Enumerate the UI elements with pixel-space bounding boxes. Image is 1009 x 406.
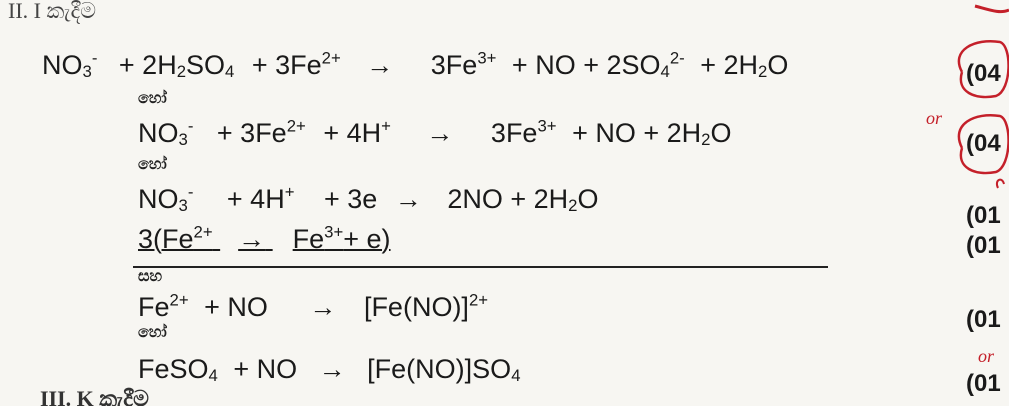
eq5-mark: (01 [966,306,1001,333]
sum-divider [133,266,828,268]
eq2-reactant-1: NO3- [138,116,194,149]
eq5-reactant-1: Fe2+ [138,290,189,322]
eq3-reactant-1: NO3- [138,182,194,215]
eq5-product: [Fe(NO)]2+ [363,290,489,322]
ink-note-or-2: or [978,346,995,366]
eq2-arrow: → [426,118,454,148]
eq3-reactant-3: + 3e [324,184,378,214]
conjunction-or-3: හෝ [138,324,167,341]
equation-3: NO3- + 4H+ + 3e → 2NO + 2H2O [138,184,598,214]
eq1-arrow: → [366,50,394,80]
eq4-mark: (01 [966,232,1001,259]
eq4-product: Fe3++ e) [292,222,391,254]
section-heading: II. I කැදීම [8,0,97,23]
ink-note-or-1: or [926,108,943,128]
equation-6: FeSO4 + NO → [Fe(NO)]SO4 [138,354,521,384]
eq4-reactant: 3(Fe2+ [138,222,213,254]
equation-4: 3(Fe2+ → Fe3++ e) [138,224,391,254]
eq2-reactant-2: + 3Fe2+ [216,116,306,148]
ink-mark-small [995,178,1005,189]
eq1-reactant-2: + 2H2SO4 [118,50,235,81]
eq1-product-1: 3Fe3+ [430,48,497,80]
eq3-mark: (01 [966,202,1001,229]
eq6-arrow: → [318,354,346,384]
conjunction-or-2: හෝ [138,156,167,173]
ink-circle-eq1 [957,40,1009,99]
ink-tick-top [974,4,1009,14]
ink-circle-eq2 [957,114,1009,175]
eq5-arrow: → [309,292,337,322]
equation-1: NO3- + 2H2SO4 + 3Fe2+ → 3Fe3+ + NO + 2SO… [42,50,788,80]
eq6-mark: (01 [966,370,1001,397]
eq2-product-2: + NO + 2H2O [572,118,732,149]
eq1-product-3: + 2H2O [700,50,789,81]
eq1-product-2: + NO + 2SO42- [511,48,685,81]
eq4-arrow: → [238,224,266,254]
eq6-reactant-1: FeSO4 [138,354,218,385]
eq1-reactant-3: + 3Fe2+ [251,48,341,80]
conjunction-or-1: හෝ [138,90,167,107]
eq2-product-1: 3Fe3+ [490,116,557,148]
eq5-reactant-2: + NO [204,292,268,322]
equation-2: NO3- + 3Fe2+ + 4H+ → 3Fe3+ + NO + 2H2O [138,118,731,148]
next-section-heading: III. K කැදීම [40,386,149,406]
eq2-reactant-3: + 4H+ [323,116,391,148]
eq3-reactant-2: + 4H+ [226,182,295,214]
eq6-product: [Fe(NO)]SO4 [367,354,521,385]
equation-5: Fe2+ + NO → [Fe(NO)]2+ [138,292,488,322]
eq2-mark: (04 [966,130,1001,157]
eq6-reactant-2: + NO [233,354,298,384]
eq1-reactant-1: NO3- [42,48,98,81]
eq3-product-1: 2NO + 2H2O [447,184,599,215]
eq1-mark: (04 [966,60,1001,87]
conjunction-and: සහ [138,268,163,285]
eq3-arrow: → [394,184,422,214]
